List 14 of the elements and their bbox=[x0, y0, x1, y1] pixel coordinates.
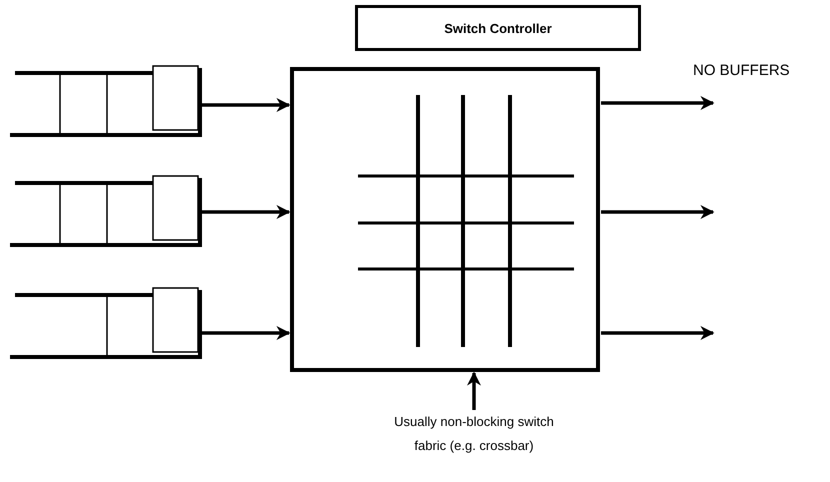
controller-box: Switch Controller bbox=[355, 5, 641, 51]
arrow bbox=[202, 326, 290, 340]
annotation-text: Usually non-blocking switch fabric (e.g. crossbar) bbox=[379, 410, 569, 462]
arrow bbox=[202, 205, 290, 219]
arrow bbox=[601, 96, 714, 110]
switch-fabric-box bbox=[290, 67, 600, 372]
arrow bbox=[467, 372, 481, 410]
arrow bbox=[202, 98, 290, 112]
input-queue-drawing bbox=[8, 174, 202, 248]
note-text: NO BUFFERS bbox=[693, 62, 790, 79]
input-queue-drawing bbox=[8, 64, 202, 138]
input-queue-drawing bbox=[8, 286, 202, 360]
arrow bbox=[601, 205, 714, 219]
arrow bbox=[601, 326, 714, 340]
